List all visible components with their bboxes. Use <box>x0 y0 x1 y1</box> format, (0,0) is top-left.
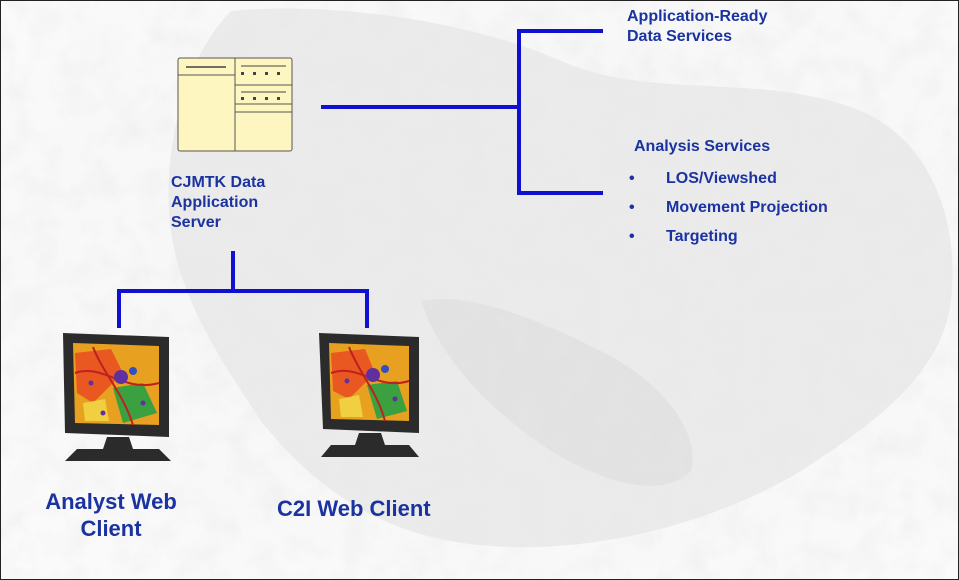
bullet-icon: • <box>629 170 635 187</box>
data-services-line: Data Services <box>627 28 732 45</box>
server-label-line: CJMTK Data <box>171 174 266 191</box>
server-label-line: Server <box>171 214 221 231</box>
connector-branch-bracket <box>517 29 603 195</box>
analysis-service-label: Targeting <box>666 228 738 245</box>
monitor-icon <box>319 333 419 457</box>
connector-clients-bracket <box>117 289 369 328</box>
server-label-line: Application <box>171 194 259 211</box>
server-icon <box>177 57 293 152</box>
client-label-line: C2I Web Client <box>277 496 431 521</box>
analysis-service-item: • Targeting <box>629 227 828 256</box>
c2i-client-label: C2I Web Client <box>277 495 477 522</box>
analysis-service-item: • LOS/Viewshed <box>629 169 828 198</box>
analysis-service-item: • Movement Projection <box>629 198 828 227</box>
analysis-services-list: • LOS/Viewshed • Movement Projection • T… <box>629 169 828 256</box>
data-services-line: Application-Ready <box>627 8 768 25</box>
analysis-services-title: Analysis Services <box>634 138 771 155</box>
data-services-label: Application-Ready Data Services <box>627 7 867 47</box>
client-label-line: Analyst Web <box>45 489 177 514</box>
analyst-client-label: Analyst Web Client <box>21 488 201 542</box>
server-label: CJMTK Data Application Server <box>171 173 311 233</box>
monitor-icon <box>63 333 171 461</box>
bullet-icon: • <box>629 228 635 245</box>
bullet-icon: • <box>629 199 635 216</box>
analysis-service-label: LOS/Viewshed <box>666 170 777 187</box>
analysis-service-label: Movement Projection <box>666 199 828 216</box>
client-label-line: Client <box>80 516 142 541</box>
